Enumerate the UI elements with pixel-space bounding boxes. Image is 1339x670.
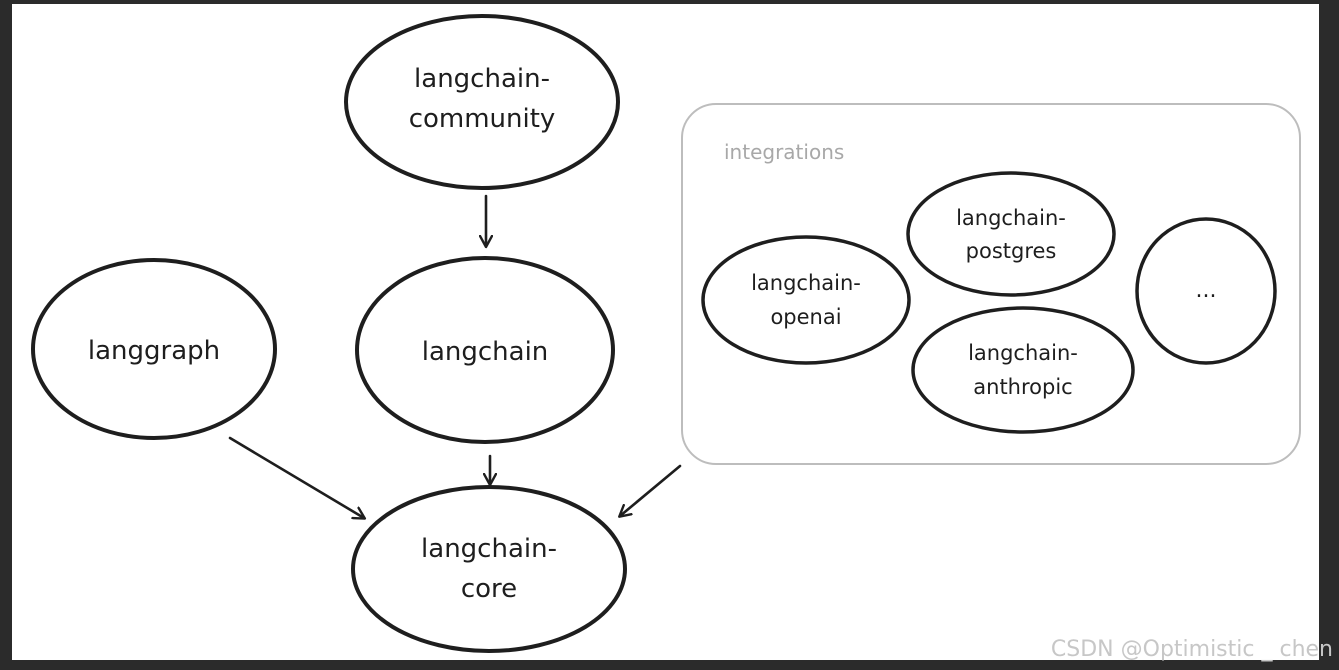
node-langchain-anthropic-line2: anthropic <box>973 375 1072 399</box>
node-langchain-core-line2: core <box>461 574 517 604</box>
node-langchain-openai: langchain- openai <box>701 235 911 365</box>
node-langchain-community-line1: langchain- <box>414 64 550 94</box>
node-langgraph: langgraph <box>31 258 277 440</box>
watermark: CSDN @Optimistic _ chen <box>1050 637 1333 662</box>
node-langchain-anthropic-line1: langchain- <box>968 341 1078 365</box>
node-langchain-openai-line2: openai <box>770 305 841 329</box>
edge-langgraph-to-core <box>228 436 364 518</box>
node-langchain-postgres: langchain- postgres <box>906 171 1116 297</box>
node-langchain-core-line1: langchain- <box>421 534 557 564</box>
integrations-group-label: integrations <box>724 140 844 164</box>
node-langchain-postgres-line2: postgres <box>966 239 1057 263</box>
node-langchain-openai-line1: langchain- <box>751 271 861 295</box>
integrations-group-box <box>681 103 1301 465</box>
node-langchain-anthropic: langchain- anthropic <box>911 306 1135 434</box>
node-langchain-label: langchain <box>422 337 549 367</box>
node-langchain: langchain <box>355 256 615 444</box>
node-more-integrations: ... <box>1135 217 1277 365</box>
node-langchain-core: langchain- core <box>351 485 627 653</box>
node-langchain-community: langchain- community <box>344 14 620 190</box>
node-langchain-community-line2: community <box>409 104 556 134</box>
node-langchain-postgres-line1: langchain- <box>956 206 1066 230</box>
edge-integrations-to-core <box>620 464 682 516</box>
node-more-integrations-label: ... <box>1196 278 1217 303</box>
node-langgraph-label: langgraph <box>88 336 220 366</box>
